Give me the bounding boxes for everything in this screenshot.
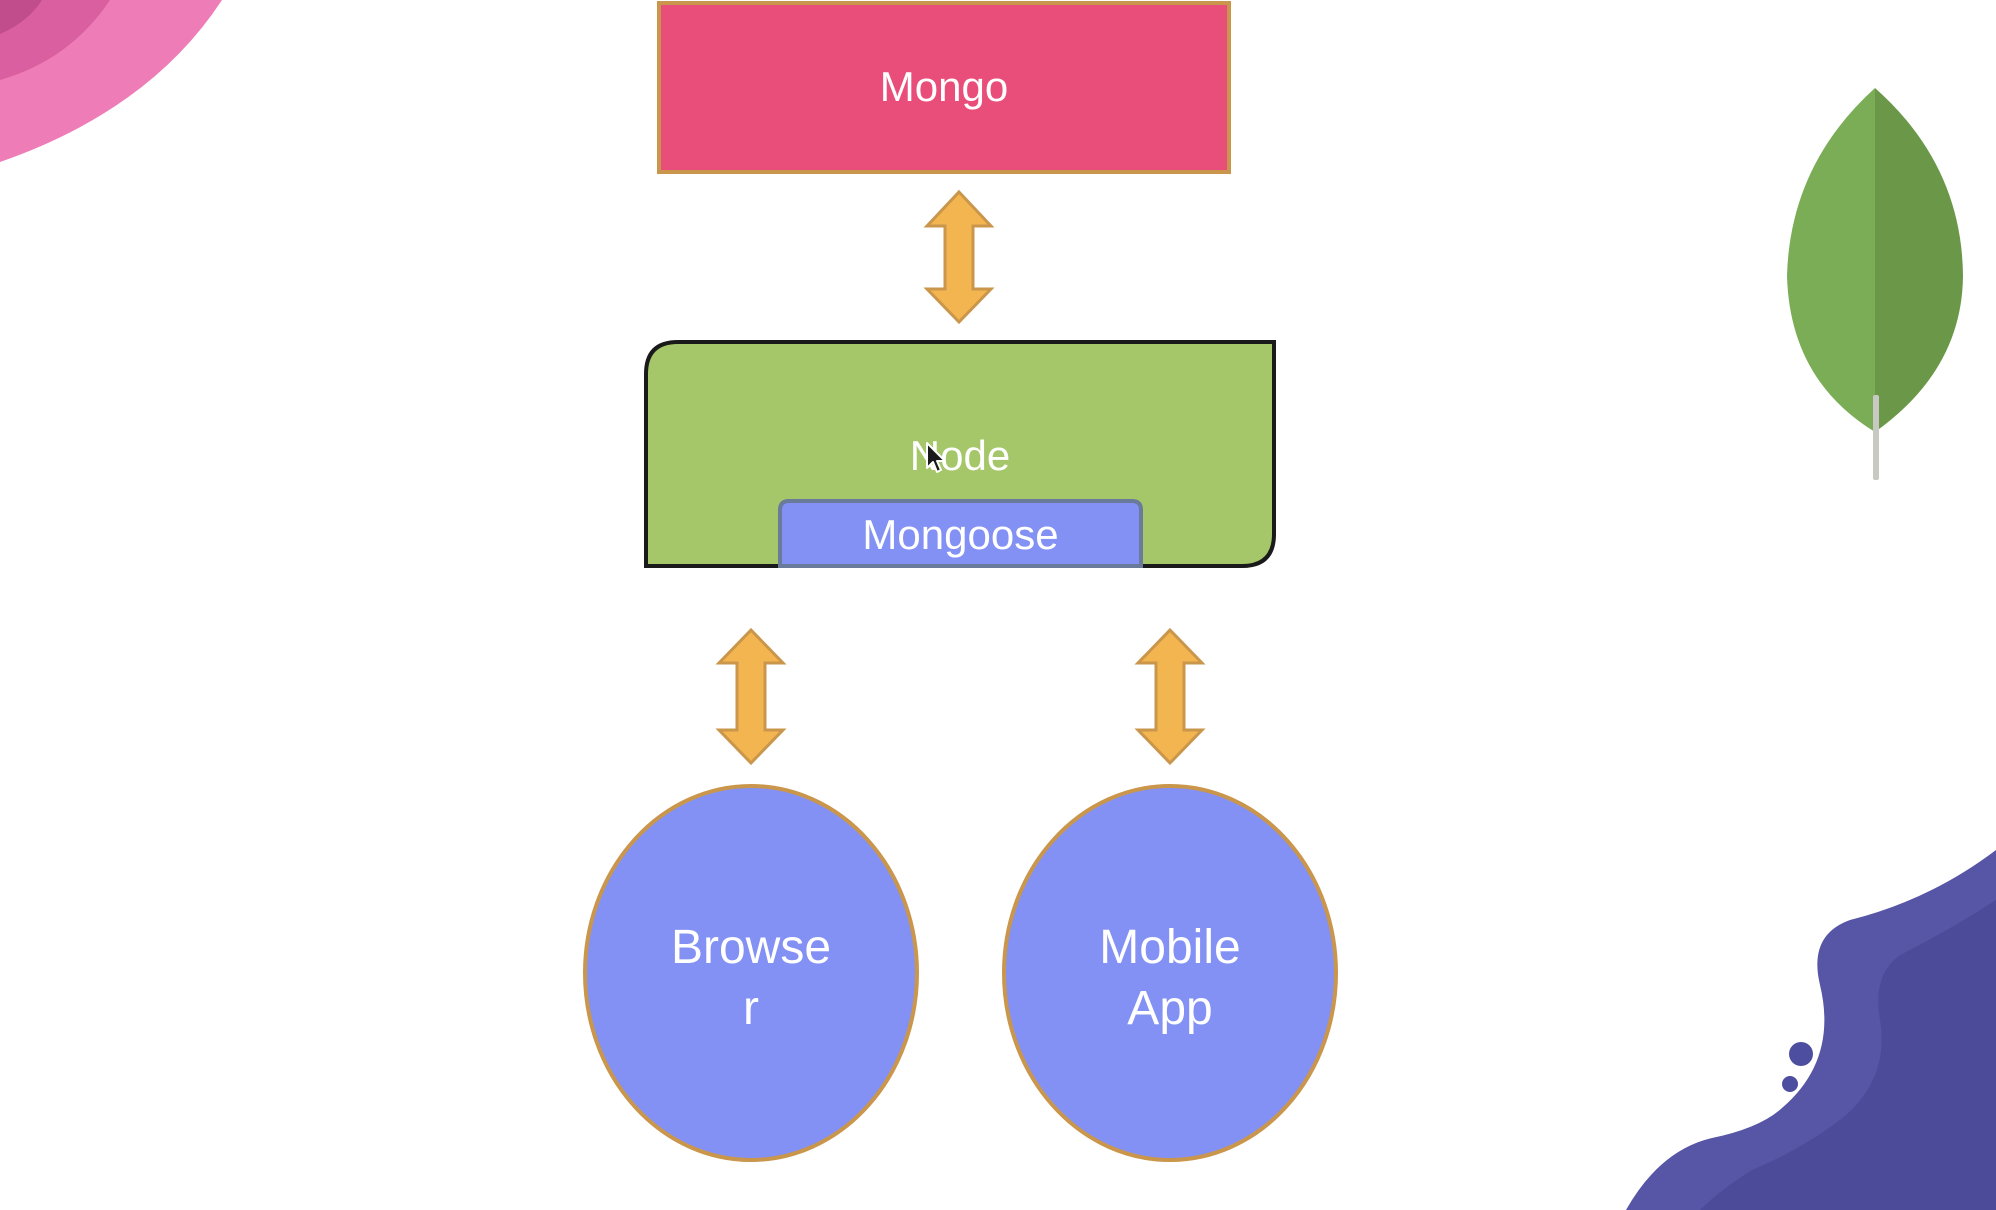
mongoose-label: Mongoose xyxy=(862,511,1059,558)
mobile-app-label-line2: App xyxy=(1127,982,1213,1035)
mongodb-leaf-icon xyxy=(1787,88,1963,480)
mongo-label: Mongo xyxy=(879,63,1009,110)
pink-corner-blob xyxy=(0,0,222,162)
node-label: Node xyxy=(909,432,1011,479)
node-mobile-arrow xyxy=(1134,627,1206,766)
purple-corner-blob xyxy=(1626,850,1996,1210)
mouse-cursor-icon xyxy=(926,442,946,473)
mongo-node-arrow xyxy=(923,189,995,325)
node-browser-arrow xyxy=(715,627,787,766)
mobile-app-label-line1: Mobile xyxy=(1099,921,1241,974)
browser-label-line1: Browse xyxy=(670,921,832,974)
browser-label-line2: r xyxy=(743,982,759,1035)
